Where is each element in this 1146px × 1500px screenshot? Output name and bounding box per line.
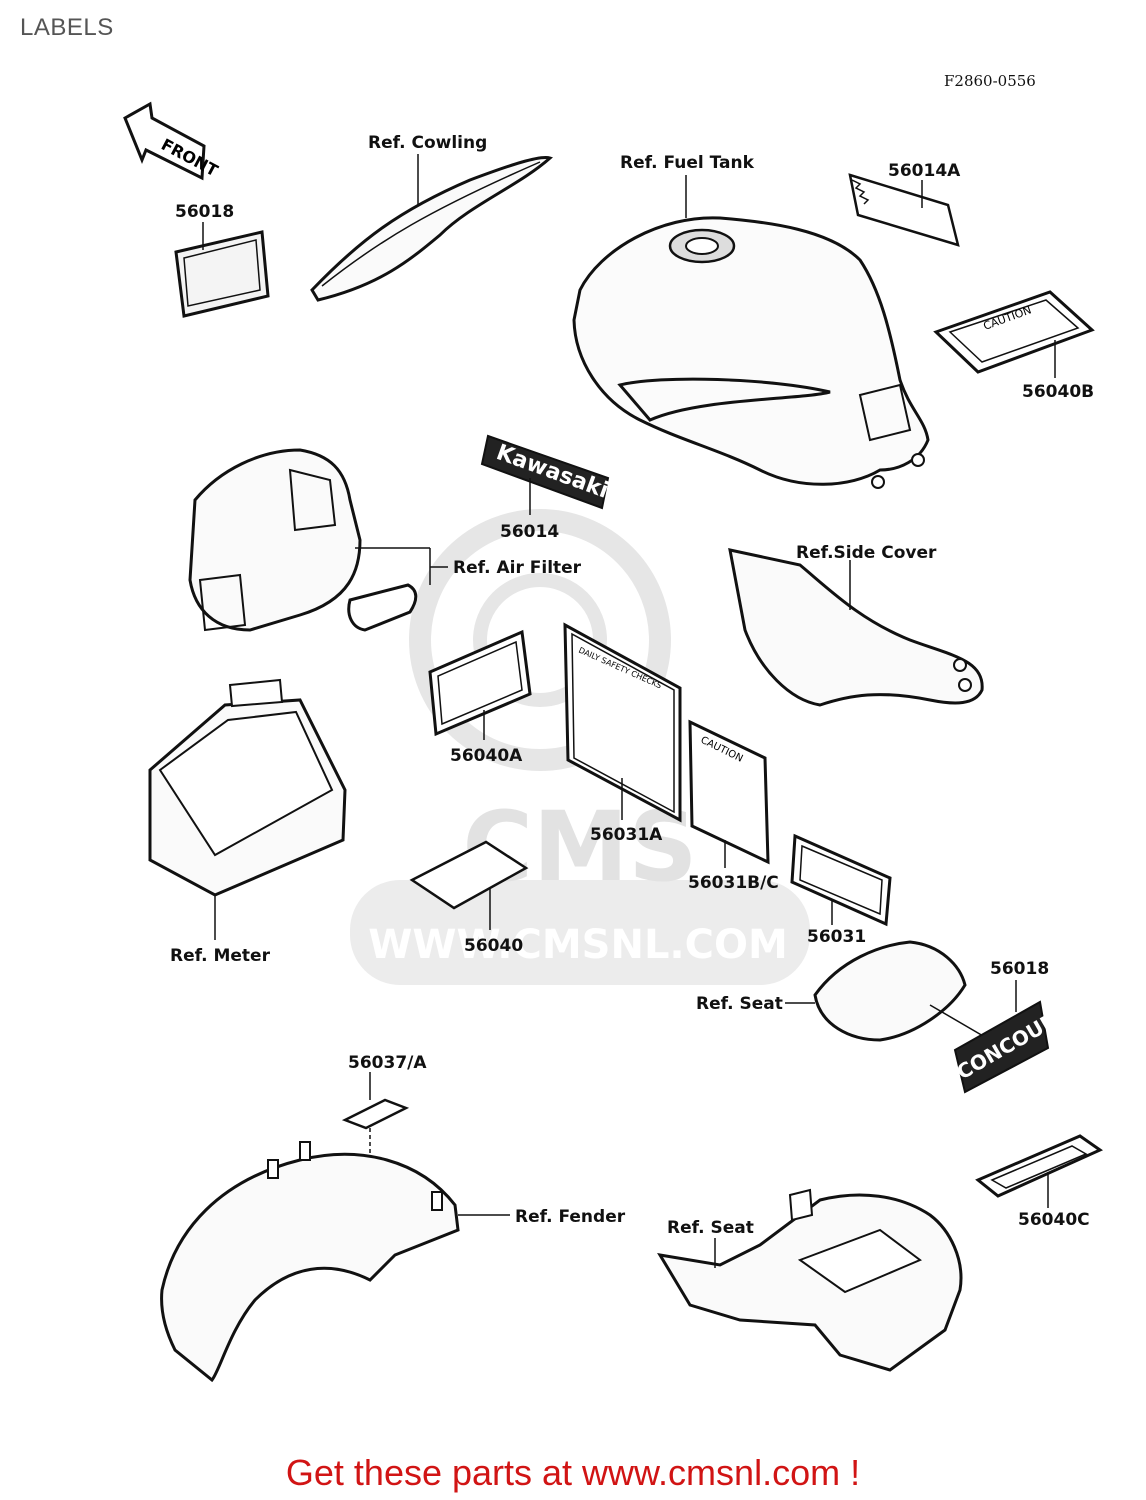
parts-diagram: CMS WWW.CMSNL.COM FRONT CAUT (123, 101, 1104, 1383)
callout-ref-fender: Ref. Fender (515, 1207, 626, 1227)
callout-ref-fuel-tank: Ref. Fuel Tank (620, 153, 755, 173)
callout-56040A: 56040A (450, 746, 523, 766)
callout-ref-side-cover: Ref.Side Cover (796, 543, 937, 563)
fuel-tank-part (572, 175, 930, 489)
label-56031 (790, 833, 892, 927)
label-56031BC: CAUTION (688, 719, 770, 868)
label-56014A (848, 173, 960, 247)
callout-56018-top: 56018 (175, 202, 234, 222)
label-56018-concours: CONCOURS (953, 980, 1074, 1094)
callout-56040: 56040 (464, 936, 523, 956)
front-arrow-decal: FRONT (123, 101, 221, 181)
callout-ref-meter: Ref. Meter (170, 946, 271, 966)
callout-56014A: 56014A (888, 161, 961, 181)
label-56040A (428, 629, 532, 740)
side-cover-part (728, 548, 984, 707)
watermark-url-pill (350, 880, 810, 985)
label-56018-top (174, 222, 270, 318)
callout-ref-air-filter: Ref. Air Filter (453, 558, 582, 578)
label-56040C (975, 1134, 1104, 1208)
footer-link[interactable]: Get these parts at www.cmsnl.com ! (285, 1452, 861, 1493)
callout-56037A: 56037/A (348, 1053, 427, 1073)
page-title: LABELS (20, 14, 114, 41)
callout-56014: 56014 (500, 522, 559, 542)
label-56040 (409, 840, 529, 930)
label-56037A (341, 1072, 410, 1172)
callout-ref-cowling: Ref. Cowling (368, 133, 487, 153)
seat-part-lower (657, 1188, 963, 1372)
diagram-code: F2860-0556 (944, 72, 1036, 90)
callout-56031: 56031 (807, 927, 866, 947)
callout-ref-seat-upper: Ref. Seat (696, 994, 783, 1014)
callout-56040B: 56040B (1022, 382, 1094, 402)
callout-56031BC: 56031B/C (688, 873, 779, 893)
label-56014-kawasaki: Kawasaki (480, 434, 612, 515)
watermark-url: WWW.CMSNL.COM (368, 922, 788, 968)
callout-56018-bottom: 56018 (990, 959, 1049, 979)
air-filter-part (188, 448, 448, 632)
callout-ref-seat-lower: Ref. Seat (667, 1218, 754, 1238)
meter-part (148, 678, 347, 940)
cowling-part (310, 154, 553, 302)
callout-56040C: 56040C (1018, 1210, 1090, 1230)
fender-part (160, 1141, 510, 1383)
seat-part-upper (785, 940, 991, 1042)
label-56040B: CAUTION (933, 290, 1095, 378)
callout-56031A: 56031A (590, 825, 663, 845)
